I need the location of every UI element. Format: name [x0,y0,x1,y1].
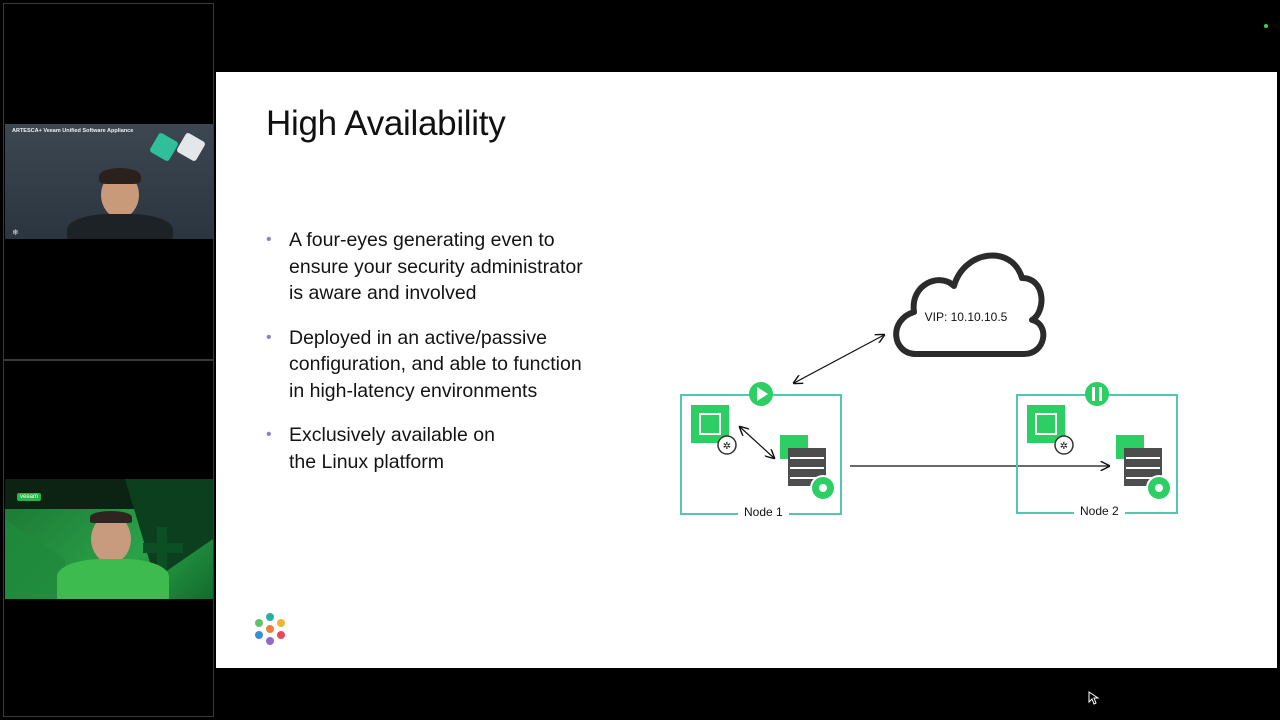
participant-video-top: ARTESCA+ Veeam Unified Software Applianc… [5,124,213,239]
snowflake-icon: ❄ [12,228,19,237]
pause-icon [1085,382,1109,406]
node1-label: Node 1 [738,505,789,519]
participant-video-bottom: veeam [5,479,213,599]
ha-diagram: ✲ ✲ [680,252,1178,515]
node1-database-icon [780,435,836,501]
bullet-item: Exclusively available on the Linux platf… [266,422,646,475]
bullet-text: Exclusively available on the Linux platf… [289,424,495,473]
slide-title: High Availability [266,104,506,143]
vip-label: VIP: 10.10.10.5 [924,310,1008,324]
node2-label: Node 2 [1074,504,1125,518]
participant-tile-bottom[interactable]: veeam [3,360,214,717]
node1-internal-arrow [740,427,774,458]
company-logo-icon [255,613,285,645]
node2-database-icon [1116,435,1172,501]
bullet-text: A four-eyes generating even to ensure yo… [289,229,583,304]
participant-strip: ARTESCA+ Veeam Unified Software Applianc… [3,3,214,717]
recording-indicator [1264,24,1268,28]
cube-logo-white [175,131,207,163]
veeam-background-shape [5,479,213,599]
bullet-item: A four-eyes generating even to ensure yo… [266,227,646,307]
cloud-node1-arrow [794,335,884,383]
bullet-item: Deployed in an active/passive configurat… [266,325,646,405]
video-overlay-title: ARTESCA+ Veeam Unified Software Applianc… [12,128,134,134]
bullet-list: A four-eyes generating even to ensure yo… [266,227,646,493]
veeam-brand-tag: veeam [17,493,42,501]
presentation-slide: High Availability A four-eyes generating… [216,72,1277,668]
mouse-cursor-icon [1088,691,1100,705]
cloud-icon [893,252,1047,357]
cube-logo-green [148,131,180,163]
bullet-text: Deployed in an active/passive configurat… [289,326,582,402]
svg-text:✲: ✲ [723,441,731,452]
node2-veeam-server-icon: ✲ [1027,405,1074,455]
node1-veeam-server-icon: ✲ [691,405,737,455]
svg-text:✲: ✲ [1060,441,1068,452]
participant-tile-top[interactable]: ARTESCA+ Veeam Unified Software Applianc… [3,3,214,360]
